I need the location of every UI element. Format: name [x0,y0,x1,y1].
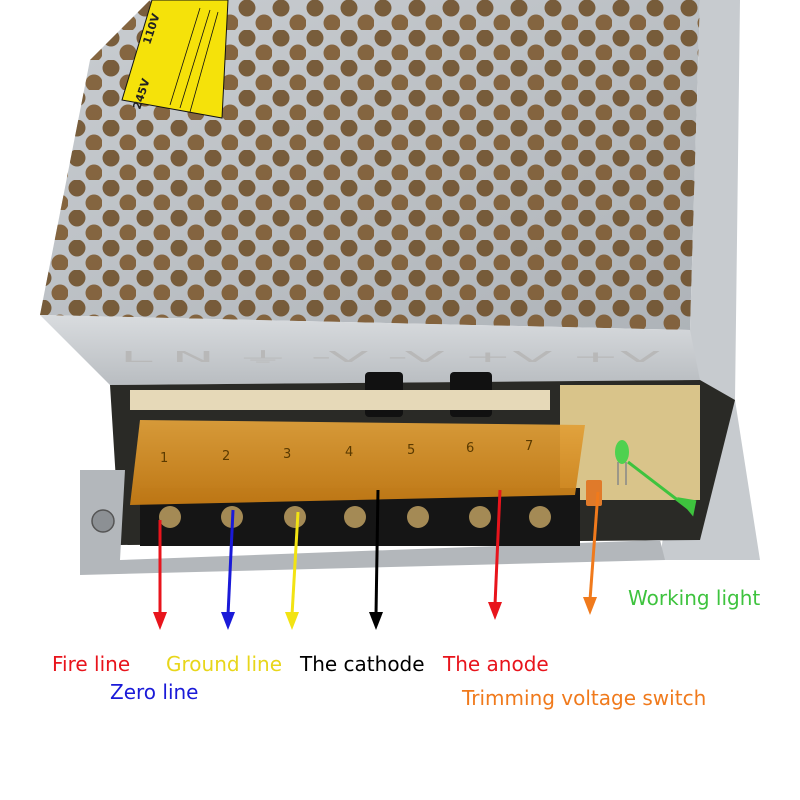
svg-text:7: 7 [525,439,533,454]
trimming-voltage-switch-label: Trimming voltage switch [462,686,707,710]
terminal-block: 1 2 3 4 5 6 7 [130,420,585,546]
terminal-cover [130,420,585,505]
working-light-label: Working light [628,586,761,610]
ground-line-label: Ground line [166,652,283,676]
callout-working-light [627,460,697,517]
svg-text:2: 2 [222,449,230,464]
svg-text:3: 3 [283,447,291,462]
terminal-number-labels: 1 2 3 4 5 6 7 [160,439,533,466]
base-plate [80,470,665,575]
svg-text:6: 6 [466,441,474,456]
callout-anode [488,489,502,620]
svg-text:L N ⏚ -V -V +V +V: L N ⏚ -V -V +V +V [120,348,663,366]
callout-zero-line [221,509,235,630]
zero-line-label: Zero line [110,680,199,704]
perforated-cover: 110V 245V [40,0,700,330]
working-light-led [615,440,629,485]
svg-text:1: 1 [160,451,168,466]
svg-text:5: 5 [407,443,415,458]
callout-trimming-switch [583,491,600,615]
callout-ground-line [285,511,300,630]
terminal-screws [159,506,551,528]
cathode-label: The cathode [300,652,425,676]
anode-label: The anode [443,652,549,676]
callout-cathode [369,489,383,630]
trim-potentiometer [586,480,602,506]
front-panel: L N ⏚ -V -V +V +V [40,315,700,385]
svg-text:4: 4 [345,445,353,460]
fire-line-label: Fire line [52,652,131,676]
voltage-warning-sticker: 110V 245V [121,0,229,119]
callout-fire-line [153,520,167,630]
mounting-screw [91,509,115,533]
